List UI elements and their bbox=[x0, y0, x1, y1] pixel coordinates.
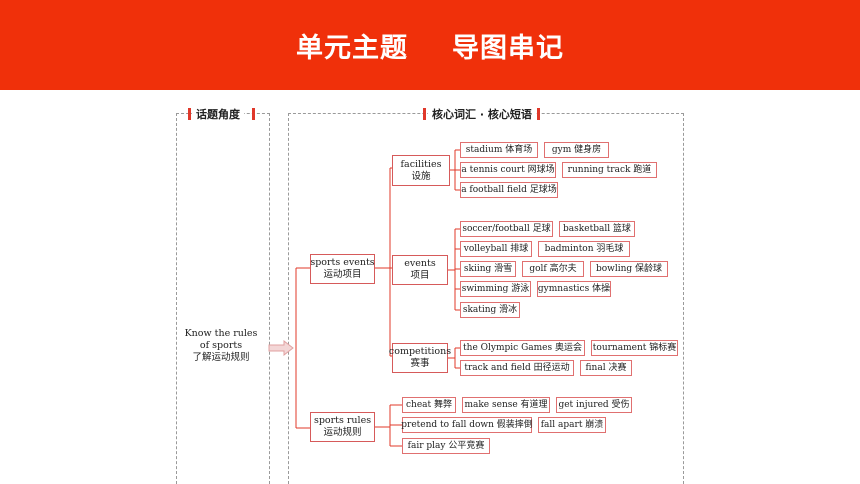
node-label-zh: 运动项目 bbox=[323, 269, 362, 280]
list-item: pretend to fall down 假装摔倒 bbox=[401, 417, 533, 433]
list-item: track and field 田径运动 bbox=[460, 360, 574, 376]
title-part-1: 单元主题 bbox=[296, 32, 408, 64]
node-label-zh: 项目 bbox=[410, 270, 430, 281]
arrow-right-icon bbox=[268, 340, 294, 356]
list-item: golf 高尔夫 bbox=[522, 261, 584, 277]
page-title: 单元主题 导图串记 bbox=[274, 26, 586, 65]
list-item: fair play 公平竞赛 bbox=[402, 438, 490, 454]
list-item: soccer/football 足球 bbox=[460, 221, 553, 237]
node-competitions: competitions 赛事 bbox=[388, 343, 452, 373]
list-item: bowling 保龄球 bbox=[590, 261, 668, 277]
topic-zh: 了解运动规则 bbox=[192, 352, 250, 363]
node-label-en: facilities bbox=[400, 158, 442, 170]
list-item: swimming 游泳 bbox=[460, 281, 531, 297]
node-label-zh: 设施 bbox=[411, 170, 431, 182]
node-label-en: competitions bbox=[388, 346, 452, 357]
node-sports-events: sports events 运动项目 bbox=[310, 254, 375, 284]
topic-en: Know the rules of sports bbox=[184, 328, 258, 351]
list-item: fall apart 崩溃 bbox=[538, 417, 606, 433]
title-marker-left-2 bbox=[423, 108, 426, 120]
list-item: badminton 羽毛球 bbox=[538, 241, 630, 257]
right-panel-title: 核心词汇 · 核心短语 bbox=[428, 106, 536, 122]
title-marker-right-2 bbox=[537, 108, 540, 120]
list-item: get injured 受伤 bbox=[556, 397, 632, 413]
list-item: gymnastics 体操 bbox=[537, 281, 611, 297]
list-item: a tennis court 网球场 bbox=[460, 162, 556, 178]
header-banner: 单元主题 导图串记 bbox=[0, 0, 860, 90]
topic-angle: Know the rules of sports 了解运动规则 bbox=[180, 328, 262, 364]
left-panel-title: 话题角度 bbox=[192, 106, 244, 122]
title-part-2: 导图串记 bbox=[452, 32, 564, 64]
node-label-en: sports events bbox=[310, 257, 375, 268]
node-facilities: facilities 设施 bbox=[392, 155, 450, 186]
list-item: make sense 有道理 bbox=[462, 397, 550, 413]
node-label-zh: 运动规则 bbox=[323, 427, 362, 438]
list-item: running track 跑道 bbox=[562, 162, 657, 178]
list-item: final 决赛 bbox=[580, 360, 632, 376]
list-item: cheat 舞弊 bbox=[402, 397, 456, 413]
node-sports-rules: sports rules 运动规则 bbox=[310, 412, 375, 442]
list-item: the Olympic Games 奥运会 bbox=[460, 340, 585, 356]
node-events: events 项目 bbox=[392, 255, 448, 285]
list-item: gym 健身房 bbox=[544, 142, 609, 158]
title-marker-right bbox=[252, 108, 255, 120]
list-item: tournament 锦标赛 bbox=[591, 340, 678, 356]
node-label-zh: 赛事 bbox=[410, 358, 430, 369]
list-item: skating 滑冰 bbox=[460, 302, 520, 318]
list-item: basketball 篮球 bbox=[559, 221, 635, 237]
title-marker-left bbox=[188, 108, 191, 120]
list-item: stadium 体育场 bbox=[460, 142, 538, 158]
node-label-en: sports rules bbox=[313, 415, 372, 426]
list-item: volleyball 排球 bbox=[460, 241, 532, 257]
node-label-en: events bbox=[404, 258, 436, 269]
list-item: a football field 足球场 bbox=[460, 182, 558, 198]
list-item: skiing 滑雪 bbox=[460, 261, 516, 277]
